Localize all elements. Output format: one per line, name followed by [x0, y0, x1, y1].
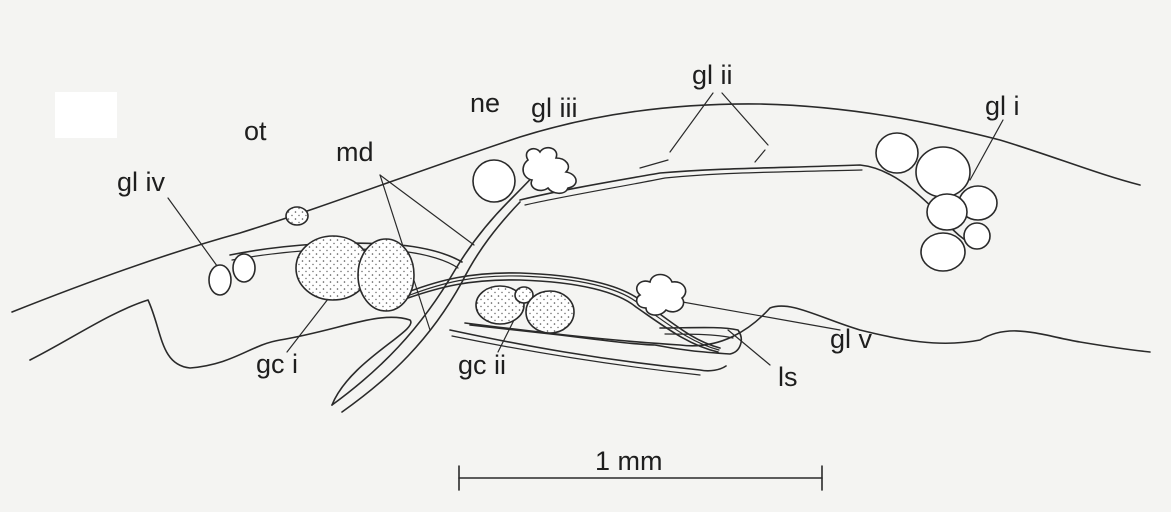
label-gl-v: gl v: [830, 324, 873, 354]
label-ot: ot: [244, 116, 267, 146]
label-ne: ne: [470, 88, 500, 118]
gl-i-gland: [876, 133, 997, 271]
duct-upper: [520, 165, 965, 240]
label-gl-i: gl i: [985, 91, 1020, 121]
gl-ii-pointer-2: [722, 93, 768, 145]
gc-i-ganglion: [296, 236, 414, 311]
gl-ii-tick-1: [640, 160, 668, 168]
label-gl-iv: gl iv: [117, 167, 166, 197]
gl-iv-pointer: [168, 198, 220, 270]
ls-tube-inner: [665, 334, 733, 338]
gl-ii-tick-2: [755, 150, 765, 162]
label-gl-iii: gl iii: [531, 93, 578, 123]
body-outline-lower: [30, 300, 1150, 405]
label-gc-i: gc i: [256, 349, 298, 379]
label-md: md: [336, 137, 374, 167]
scale-bar-label: 1 mm: [595, 446, 663, 476]
label-gc-ii: gc ii: [458, 350, 506, 380]
ls-pointer: [728, 330, 770, 365]
ot-organ: [286, 207, 308, 225]
ne-organ: [473, 160, 515, 202]
gl-v-gland: [637, 275, 686, 316]
gl-iii-gland: [523, 148, 576, 194]
label-gl-ii: gl ii: [692, 60, 733, 90]
md-pointer-1: [380, 175, 474, 245]
gl-i-pointer: [970, 120, 1003, 180]
scale-bar: 1 mm: [459, 446, 822, 490]
gl-ii-pointer-1: [670, 93, 713, 152]
label-ls: ls: [778, 362, 798, 392]
white-patch: [55, 92, 117, 138]
